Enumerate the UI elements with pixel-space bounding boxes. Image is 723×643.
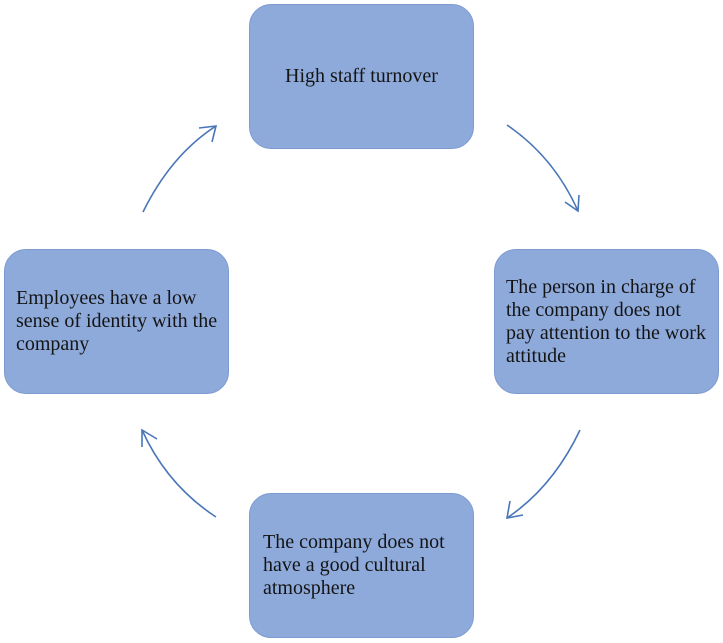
arrowhead-bottom-to-left: [141, 428, 158, 447]
node-low-identity: Employees have a low sense of identity w…: [4, 249, 229, 394]
arrowhead-top-to-right: [564, 194, 580, 213]
node-bottom-text: The company does not have a good cultura…: [263, 531, 445, 599]
arrowhead-right-to-bottom: [506, 500, 524, 519]
arrow-left-to-top: [142, 125, 217, 213]
arrow-top-to-right: [506, 124, 579, 212]
node-right-text: The person in charge of the company does…: [506, 275, 706, 367]
arrowhead-left-to-top: [198, 125, 218, 143]
node-cultural-atmosphere: The company does not have a good cultura…: [249, 493, 474, 638]
node-high-staff-turnover: High staff turnover: [249, 4, 474, 149]
node-left-text: Employees have a low sense of identity w…: [16, 287, 218, 355]
node-person-in-charge: The person in charge of the company does…: [494, 249, 719, 394]
node-top-text: High staff turnover: [285, 65, 438, 87]
arrow-bottom-to-left: [141, 429, 217, 518]
arrow-right-to-bottom: [506, 429, 581, 519]
